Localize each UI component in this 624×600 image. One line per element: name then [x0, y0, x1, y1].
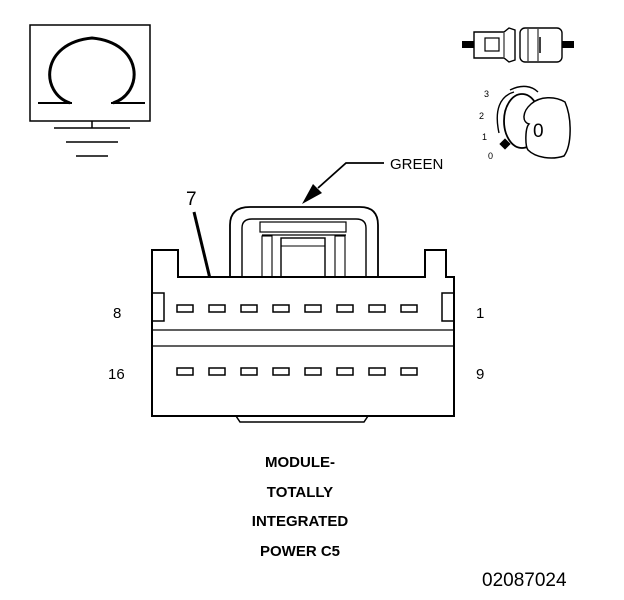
- pin-cavity-11: [336, 367, 354, 376]
- pin-cavity-13: [272, 367, 290, 376]
- ground-icon: [54, 121, 130, 157]
- pin-cavity-3: [336, 304, 354, 313]
- ignition-position-1: 1: [482, 132, 487, 142]
- ohm-symbol-icon: [29, 24, 151, 122]
- pin-cavity-8: [176, 304, 194, 313]
- pin-cavity-14: [240, 367, 258, 376]
- pin-cavity-12: [304, 367, 322, 376]
- pin-cavity-9: [400, 367, 418, 376]
- wire-color-arrowhead: [302, 184, 322, 204]
- pin-callout-label: 7: [186, 189, 197, 210]
- pin-callout-leader: [192, 211, 214, 288]
- connector-caption: MODULE- TOTALLY INTEGRATED POWER C5: [200, 448, 400, 566]
- ignition-position-0: 0: [488, 151, 493, 161]
- pin-label-top-left: 8: [113, 305, 121, 322]
- pin-cavity-15: [208, 367, 226, 376]
- caption-line: INTEGRATED: [251, 513, 349, 530]
- pin-cavity-5: [272, 304, 290, 313]
- pin-label-bottom-left: 16: [108, 366, 125, 383]
- ignition-position-2: 2: [479, 111, 484, 121]
- pin-label-bottom-right: 9: [476, 366, 484, 383]
- wire-color-leader: [317, 162, 384, 189]
- pin-cavity-10: [368, 367, 386, 376]
- caption-line: TOTALLY: [266, 483, 334, 501]
- wire-color-label: GREEN: [390, 156, 443, 173]
- pin-row-bottom: [176, 367, 418, 376]
- pin-cavity-16: [176, 367, 194, 376]
- pin-cavity-1: [400, 304, 418, 313]
- pin-cavity-2: [368, 304, 386, 313]
- pin-cavity-6: [240, 304, 258, 313]
- pin-label-top-right: 1: [476, 305, 484, 322]
- pin-cavity-7: [208, 304, 226, 313]
- ignition-position-3: 3: [484, 89, 489, 99]
- ignition-key-label: 0: [533, 121, 544, 142]
- pin-cavity-4: [304, 304, 322, 313]
- figure-id: 02087024: [482, 570, 567, 591]
- connector-unplugged-icon: [462, 27, 574, 63]
- caption-line: MODULE-: [265, 454, 335, 471]
- pin-row-top: [176, 304, 418, 313]
- caption-line: POWER C5: [259, 542, 340, 560]
- connector-latch: [229, 206, 379, 278]
- ignition-key-off-icon: 3 2 1 0 0: [479, 85, 571, 161]
